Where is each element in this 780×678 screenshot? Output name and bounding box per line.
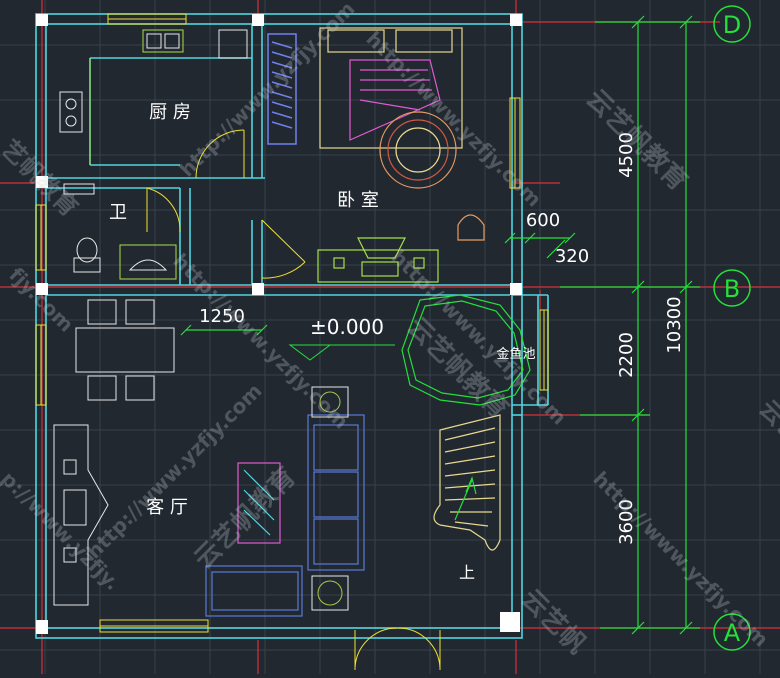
- dim-600: 600: [526, 210, 560, 231]
- dimension-texts: 4500 2200 3600 10300 1250 600 320 ±0.000: [199, 132, 685, 545]
- room-labels: 厨 房 卫 卧 室 客 厅 金鱼池 上: [109, 102, 536, 582]
- floor-level-marker: [288, 344, 395, 361]
- toilet-icon: [73, 237, 101, 273]
- kitchen-sink-icon: [142, 29, 184, 53]
- structural-columns: [36, 14, 522, 634]
- watermarks: 艺帆教育 fjy.com p://www.yzfjy. http://www.y…: [0, 0, 780, 660]
- axis-label-a: A: [724, 619, 741, 647]
- entrance-door: [354, 627, 441, 670]
- dim-10300: 10300: [664, 296, 685, 353]
- bathroom-door: [146, 187, 181, 233]
- axis-label-d: D: [723, 11, 741, 39]
- stair-up-label: 上: [459, 563, 475, 582]
- axis-bubble-d: D: [713, 5, 751, 43]
- sofa-icon: [205, 414, 365, 617]
- dim-1250: 1250: [199, 306, 245, 327]
- dim-4500: 4500: [616, 132, 637, 178]
- kitchen-door: [195, 129, 245, 179]
- dim-3600: 3600: [616, 499, 637, 545]
- dimension-lines: [180, 15, 700, 635]
- watermark-brand-1: 云艺帆教育: [188, 461, 302, 575]
- watermark-url-1: http://www.yzfjy.com: [175, 0, 360, 182]
- armchair-icon: [457, 214, 485, 241]
- closet-icon: [267, 33, 297, 145]
- room-label-fish-pond: 金鱼池: [496, 346, 535, 362]
- dining-table-icon: [75, 299, 175, 401]
- windows: [35, 13, 549, 633]
- coffee-table-icon: [237, 462, 281, 544]
- bedroom-door: [261, 219, 306, 279]
- watermark-url-4: http://www.yzfjy.com: [361, 27, 546, 212]
- shower-icon: [63, 183, 95, 195]
- watermark-url-3: http://www.yzfjy.com: [168, 249, 353, 434]
- fridge-icon: [218, 29, 248, 59]
- room-label-kitchen: 厨 房: [149, 102, 191, 123]
- wash-basin-icon: [119, 244, 177, 280]
- watermark-fragment-right: 云艺: [754, 394, 780, 448]
- room-label-living-room: 客 厅: [146, 497, 188, 518]
- dim-320: 320: [555, 246, 589, 267]
- watermark-url-5: http://www.yzfjy.com: [588, 467, 773, 652]
- tv-wall-unit-icon: [53, 424, 109, 606]
- axis-label-b: B: [724, 275, 740, 303]
- room-label-bathroom: 卫: [109, 202, 127, 223]
- tv-cabinet-icon: [317, 237, 439, 283]
- floor-level-label: ±0.000: [310, 315, 384, 339]
- fish-pond-icon: [401, 294, 531, 406]
- staircase-icon: [433, 414, 501, 551]
- axis-bubble-a: A: [713, 613, 751, 651]
- room-label-bedroom: 卧 室: [337, 190, 379, 211]
- double-bed-icon: [319, 27, 463, 149]
- plant-pot-icon: [311, 386, 349, 611]
- dim-2200: 2200: [616, 332, 637, 378]
- bedroom-rug-icon: [379, 111, 457, 189]
- gas-stove-icon: [59, 91, 83, 133]
- axis-bubble-b: B: [713, 269, 751, 307]
